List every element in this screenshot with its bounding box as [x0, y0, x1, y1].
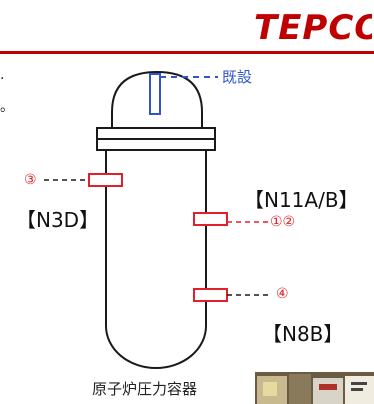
nozzle-n8b	[194, 289, 227, 301]
existing-nozzle	[150, 74, 160, 114]
tepco-logo: TEPCO	[252, 7, 372, 47]
tag-n11ab: 【N11A/B】	[244, 184, 359, 213]
svg-text:TEPCO: TEPCO	[254, 8, 372, 47]
tag-n3d: 【N3D】	[16, 204, 99, 233]
left-text-fragment-2: 。	[0, 100, 14, 114]
point12-label: ①②	[270, 214, 295, 230]
nozzle-n11ab	[194, 213, 227, 225]
caption: 原子炉圧力容器	[92, 378, 197, 399]
point4-label: ④	[276, 286, 289, 302]
existing-label: 既設	[222, 66, 252, 87]
nozzle-n3d	[89, 174, 122, 186]
left-text-fragment-1: ·	[0, 72, 4, 86]
photo-thumbnail	[255, 372, 374, 404]
point3-label: ③	[24, 172, 37, 188]
tag-n8b: 【N8B】	[262, 318, 343, 347]
header-rule	[0, 51, 374, 54]
